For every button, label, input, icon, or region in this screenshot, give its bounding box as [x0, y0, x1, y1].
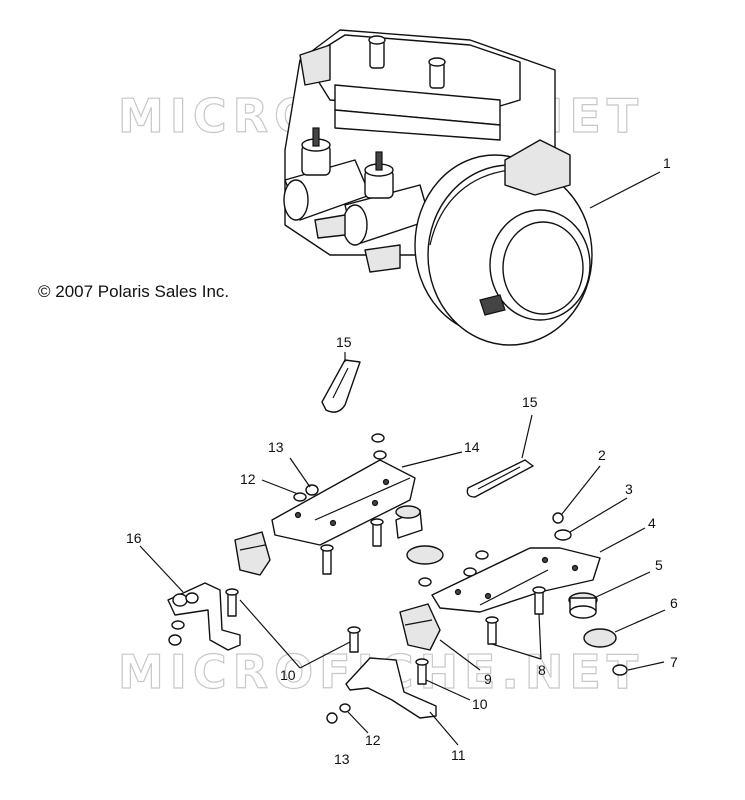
callout-10-left: 10 [280, 667, 296, 683]
part-11-bracket [345, 657, 437, 719]
nut [418, 577, 432, 587]
copyright-notice: © 2007 Polaris Sales Inc. [38, 282, 229, 301]
part-15-strap-upper [321, 359, 361, 413]
rubber-mount-middle [399, 603, 441, 651]
part-8-bolt [485, 616, 499, 645]
part-5-rubber-mount [568, 592, 598, 619]
callout-13-lower: 13 [334, 751, 350, 767]
part-16-bracket [167, 582, 241, 651]
nut [475, 550, 489, 560]
rubber-mount-upper [395, 505, 423, 539]
callout-3: 3 [625, 481, 633, 497]
engine-assembly [283, 29, 593, 346]
part-14-mount-plate [271, 459, 416, 546]
washer [373, 450, 387, 460]
callout-6: 6 [670, 595, 678, 611]
callout-4: 4 [648, 515, 656, 531]
part-7-nut [612, 664, 628, 676]
callout-15-upper: 15 [336, 334, 352, 350]
part-10-bolt-lower [415, 658, 429, 685]
part-13-nut [305, 484, 319, 496]
part-12-washer [293, 492, 307, 502]
rubber-mount-left [234, 531, 271, 576]
callout-14: 14 [464, 439, 480, 455]
callout-7: 7 [670, 654, 678, 670]
part-15-strap-right [466, 459, 534, 498]
leader-lines [139, 171, 666, 746]
part-2-nut [552, 512, 564, 524]
callout-9: 9 [484, 671, 492, 687]
part-10-bolt-left [225, 588, 239, 617]
callout-5: 5 [655, 557, 663, 573]
part-3-washer [554, 529, 572, 541]
part-10-bolt-middle [347, 626, 361, 653]
part-13-nut-lower [326, 712, 338, 724]
callout-1: 1 [663, 155, 671, 171]
callout-12-upper: 12 [240, 471, 256, 487]
part-8-bolt [532, 586, 546, 615]
part-12-washer-lower [339, 703, 351, 713]
washer [371, 433, 385, 443]
callout-15-right: 15 [522, 394, 538, 410]
callout-16: 16 [126, 530, 142, 546]
callout-10-lower: 10 [472, 696, 488, 712]
spacer [406, 545, 444, 565]
bolt [320, 544, 334, 575]
callout-11: 11 [451, 747, 466, 763]
nut [168, 634, 182, 646]
washer [171, 620, 185, 630]
callout-2: 2 [598, 447, 606, 463]
part-6-spacer [583, 628, 617, 648]
callout-13-upper: 13 [268, 439, 284, 455]
callout-12-lower: 12 [365, 732, 381, 748]
callout-8: 8 [538, 662, 546, 678]
bolt [370, 518, 384, 547]
part-4-mount-plate [431, 547, 601, 613]
